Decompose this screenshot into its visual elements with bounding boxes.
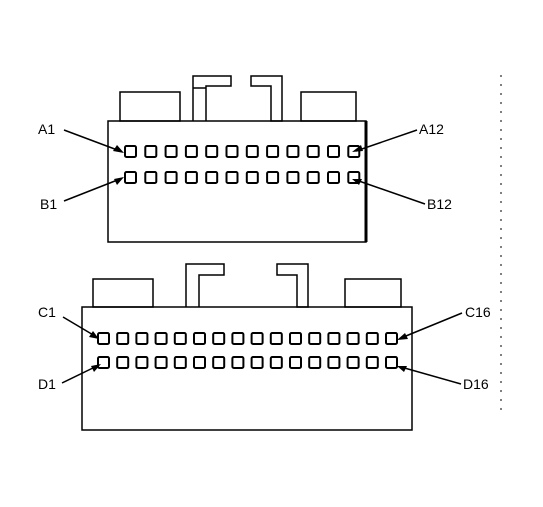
- pin-d11: [289, 356, 302, 369]
- pin-c15: [365, 332, 379, 345]
- pin-a3: [164, 145, 178, 158]
- label-c1: C1: [38, 304, 56, 320]
- pin-b5: [205, 171, 219, 184]
- leader-c1: [62, 316, 96, 337]
- pin-a7: [245, 145, 259, 158]
- pin-b8: [266, 171, 280, 184]
- pin-b11: [327, 171, 340, 184]
- pin-b6: [225, 171, 239, 184]
- connector-top-latch-right: [250, 75, 283, 122]
- pin-a6: [225, 145, 239, 158]
- pin-d9: [250, 356, 264, 369]
- pin-a11: [327, 145, 340, 158]
- arrowhead-b1: [114, 177, 124, 185]
- label-a12: A12: [419, 121, 444, 137]
- pin-c2: [116, 332, 130, 345]
- pin-d7: [212, 356, 226, 369]
- pin-c1: [97, 332, 110, 345]
- leader-b1: [63, 178, 121, 202]
- arrowhead-b12: [352, 179, 362, 185]
- leader-a12: [355, 129, 418, 152]
- pin-c6: [193, 332, 206, 345]
- pin-c7: [212, 332, 226, 345]
- leader-b12: [355, 179, 426, 205]
- pin-c9: [250, 332, 264, 345]
- connector-top: [107, 75, 368, 243]
- label-a1: A1: [38, 121, 55, 137]
- pin-b9: [286, 171, 300, 184]
- leader-c16: [400, 312, 463, 339]
- pin-a5: [205, 145, 219, 158]
- pin-d8: [231, 356, 245, 369]
- connector-top-tab-left: [119, 91, 181, 122]
- label-b12: B12: [427, 196, 452, 212]
- label-c16: C16: [465, 304, 491, 320]
- pin-c10: [269, 332, 283, 345]
- pin-row-b: [124, 171, 361, 184]
- pin-a9: [286, 145, 300, 158]
- pin-row-d: [97, 356, 398, 369]
- pin-c5: [173, 332, 187, 345]
- pin-a4: [184, 145, 198, 158]
- pin-c4: [154, 332, 168, 345]
- connector-top-latch-left: [192, 75, 232, 121]
- pin-b10: [306, 171, 320, 184]
- pin-c11: [289, 332, 302, 345]
- connector-bottom-tab-right: [344, 278, 402, 308]
- connector-bottom-latch-left: [185, 263, 225, 307]
- pin-b7: [245, 171, 259, 184]
- pin-d3: [135, 356, 149, 369]
- pin-c8: [231, 332, 245, 345]
- label-b1: B1: [40, 196, 57, 212]
- arrowhead-d1: [91, 364, 101, 372]
- pin-d1: [97, 356, 110, 369]
- pin-a1: [124, 145, 137, 158]
- pin-d2: [116, 356, 130, 369]
- pin-c13: [327, 332, 341, 345]
- arrowhead-a12: [352, 145, 363, 152]
- pin-d13: [327, 356, 341, 369]
- pin-b2: [144, 171, 158, 184]
- pin-row-a: [124, 145, 361, 158]
- pin-row-c: [97, 332, 398, 345]
- arrowhead-a1: [113, 145, 124, 153]
- arrowhead-d16: [397, 366, 407, 372]
- pin-d10: [269, 356, 283, 369]
- pin-d15: [365, 356, 379, 369]
- connector-top-tab-right: [300, 91, 357, 122]
- arrowhead-c16: [397, 333, 408, 340]
- leader-a1: [63, 129, 121, 152]
- pin-a8: [266, 145, 280, 158]
- pin-d6: [193, 356, 206, 369]
- arrowhead-c1: [89, 331, 99, 339]
- pin-d4: [154, 356, 168, 369]
- connector-bottom: [81, 263, 413, 431]
- label-d1: D1: [38, 376, 56, 392]
- leader-d16: [400, 366, 462, 385]
- pin-d5: [173, 356, 187, 369]
- pin-c14: [346, 332, 360, 345]
- label-d16: D16: [463, 376, 489, 392]
- pin-b1: [124, 171, 137, 184]
- pin-d12: [308, 356, 322, 369]
- pin-b3: [164, 171, 178, 184]
- pin-a2: [144, 145, 158, 158]
- pin-d14: [346, 356, 360, 369]
- pin-c3: [135, 332, 149, 345]
- leader-d1: [61, 365, 98, 384]
- pin-b4: [184, 171, 198, 184]
- connector-bottom-tab-left: [92, 278, 154, 308]
- pin-c16: [385, 332, 398, 345]
- pin-d16: [385, 356, 398, 369]
- connector-bottom-body: [81, 306, 413, 431]
- pin-a10: [306, 145, 320, 158]
- connector-bottom-latch-right: [276, 263, 309, 308]
- pin-c12: [308, 332, 322, 345]
